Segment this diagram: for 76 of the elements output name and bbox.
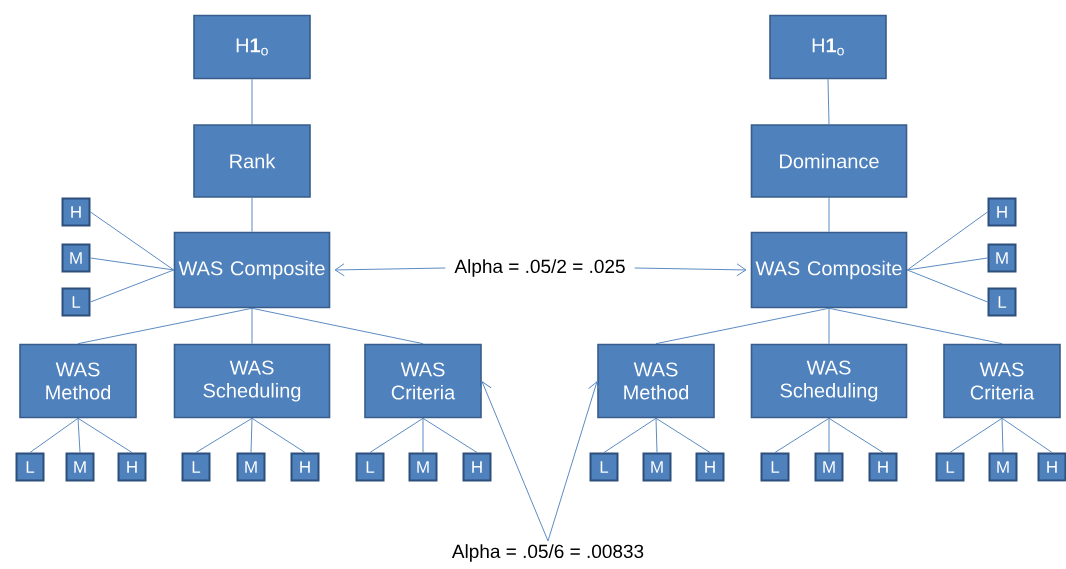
level-box: M [987,243,1017,273]
level-box: H [987,197,1017,227]
process-box: WAS Criteria [943,343,1061,419]
level-box: H [61,197,91,227]
level-box: M [65,452,95,482]
connector-line [77,307,253,345]
connector-line [251,197,253,233]
connector-line [90,211,175,271]
connector-line [774,417,830,453]
level-box: H [462,452,492,482]
process-box: WAS Composite [750,231,908,309]
process-box: WAS Criteria [364,343,482,419]
process-box: WAS Scheduling [173,343,331,419]
process-box: WAS Scheduling [750,343,908,419]
alpha-label: Alpha = .05/6 = .00833 [451,544,644,562]
level-box: L [760,452,790,482]
connector-line [828,197,830,233]
connector-line [250,417,253,453]
arrow [334,263,446,277]
level-box: L [935,452,965,482]
connector-line [77,417,133,453]
level-box: H [695,452,725,482]
connector-line [251,307,424,345]
level-box: M [408,452,438,482]
level-box: H [117,452,147,482]
connector-line [195,417,253,453]
connector-line [603,417,657,453]
process-box: H1$_{o}$ [193,14,311,80]
connector-line [949,417,1003,453]
connector-line [906,269,988,303]
level-box: M [642,452,672,482]
arrow [479,381,549,542]
connector-line [906,257,988,271]
process-box: Rank [193,124,311,198]
connector-line [422,417,424,453]
connector-line [90,269,175,303]
level-box: L [181,452,211,482]
level-box: L [987,287,1017,317]
connector-line [827,78,830,125]
connector-line [29,417,79,453]
connector-line [251,417,306,453]
process-box: Dominance [750,124,908,198]
process-box: WAS Method [19,343,137,419]
level-box: H [868,452,898,482]
level-box: M [988,452,1018,482]
connector-line [251,78,253,125]
connector-line [422,417,478,453]
level-box: L [61,287,91,317]
level-box: L [355,452,385,482]
connector-line [828,307,1003,345]
level-box: M [236,452,266,482]
level-box: M [61,243,91,273]
connector-line [1001,417,1004,453]
process-box: WAS Composite [173,231,331,309]
connector-line [77,417,81,453]
level-box: L [15,452,45,482]
connector-line [251,307,253,345]
connector-line [655,307,830,345]
connector-line [655,417,658,453]
level-box: H [290,452,320,482]
connector-line [828,417,884,453]
connector-line [1001,417,1053,453]
connector-line [828,417,830,453]
connector-line [906,211,988,271]
connector-line [90,257,175,271]
connector-line [369,417,424,453]
process-box: WAS Method [597,343,715,419]
connector-line [655,417,711,453]
level-box: L [589,452,619,482]
process-box: H1$_{o}$ [769,14,887,80]
arrow [547,381,601,542]
arrow [634,263,747,277]
level-box: H [1037,452,1066,482]
alpha-label: Alpha = .05/2 = .025 [454,259,625,277]
level-box: M [814,452,844,482]
connector-line [828,307,830,345]
